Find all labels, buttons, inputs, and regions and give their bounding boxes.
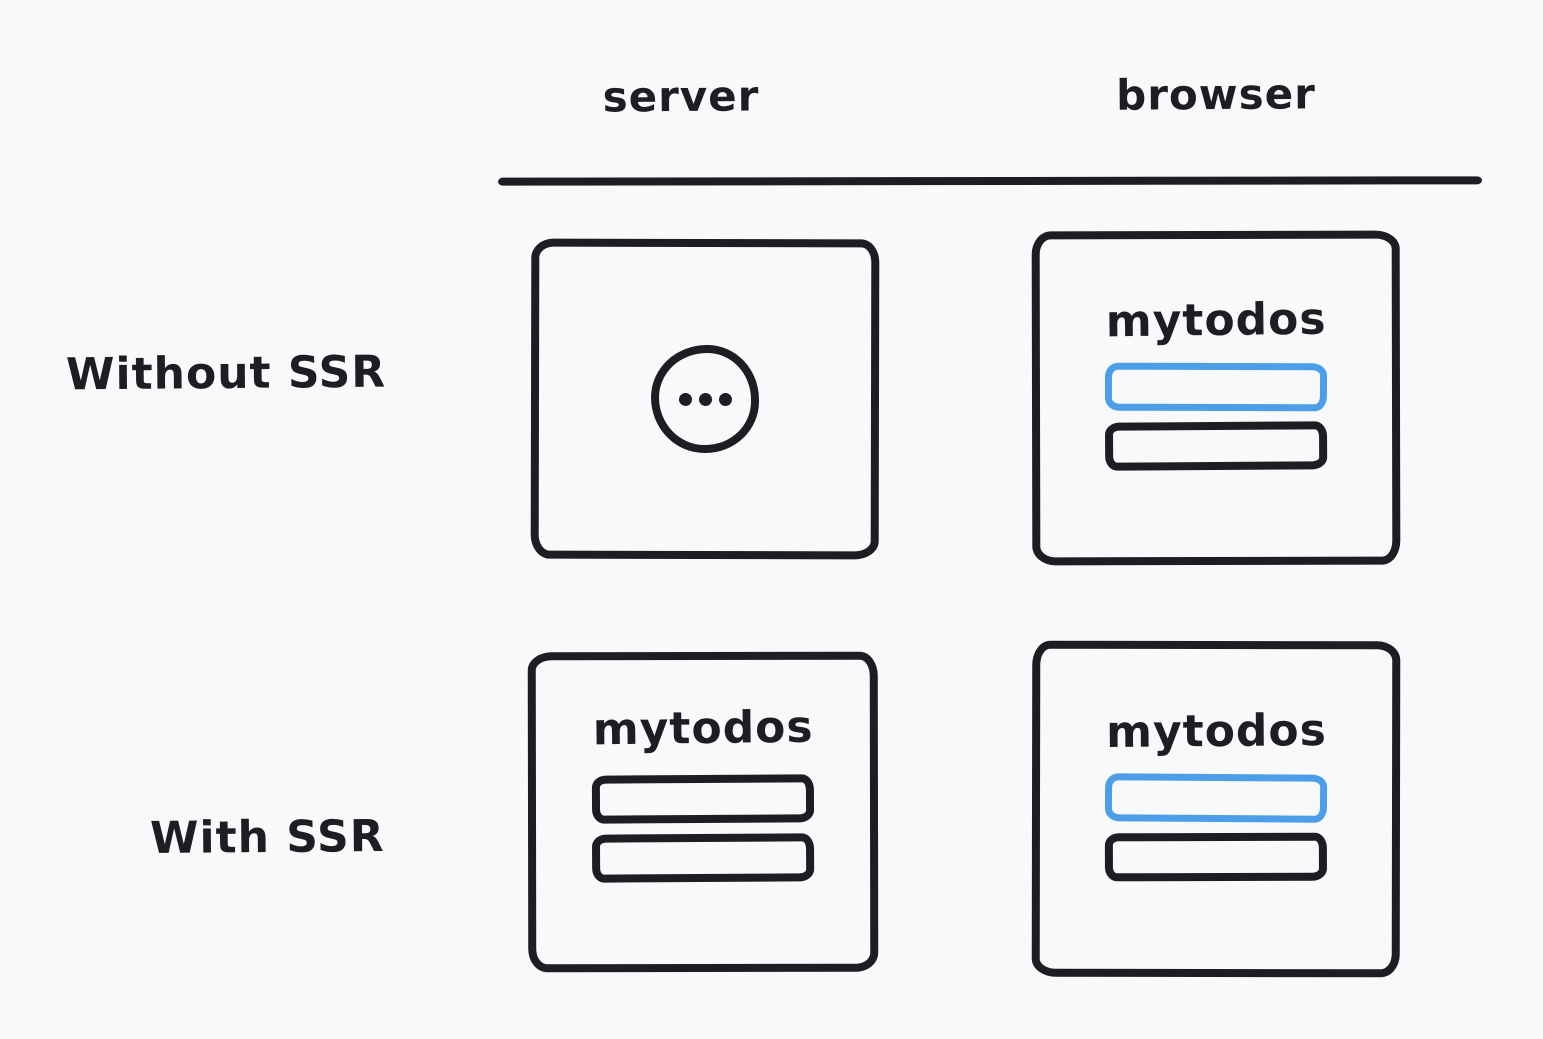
column-header-server: server xyxy=(602,71,760,122)
ellipsis-loading-icon xyxy=(650,344,760,454)
loading-dot xyxy=(678,392,692,406)
loading-dot xyxy=(698,392,712,406)
row-label-without-ssr: Without SSR xyxy=(65,346,387,401)
todo-item xyxy=(1104,832,1327,881)
column-header-browser: browser xyxy=(1116,69,1316,120)
todo-item xyxy=(591,773,815,824)
todo-item xyxy=(591,832,815,883)
row-label-with-ssr: With SSR xyxy=(149,810,385,865)
server-panel-without-ssr xyxy=(530,238,880,560)
server-panel-with-ssr: mytodos xyxy=(527,651,879,973)
app-title: mytodos xyxy=(592,701,814,755)
todo-item-highlighted xyxy=(1104,362,1328,411)
app-title: mytodos xyxy=(1105,293,1327,347)
loading-dot xyxy=(718,392,732,406)
todo-item xyxy=(1104,420,1328,471)
browser-panel-with-ssr: mytodos xyxy=(1031,640,1401,978)
browser-panel-without-ssr: mytodos xyxy=(1031,230,1401,566)
todo-item-highlighted xyxy=(1104,772,1328,823)
header-underline xyxy=(497,176,1483,186)
app-title: mytodos xyxy=(1105,704,1327,758)
